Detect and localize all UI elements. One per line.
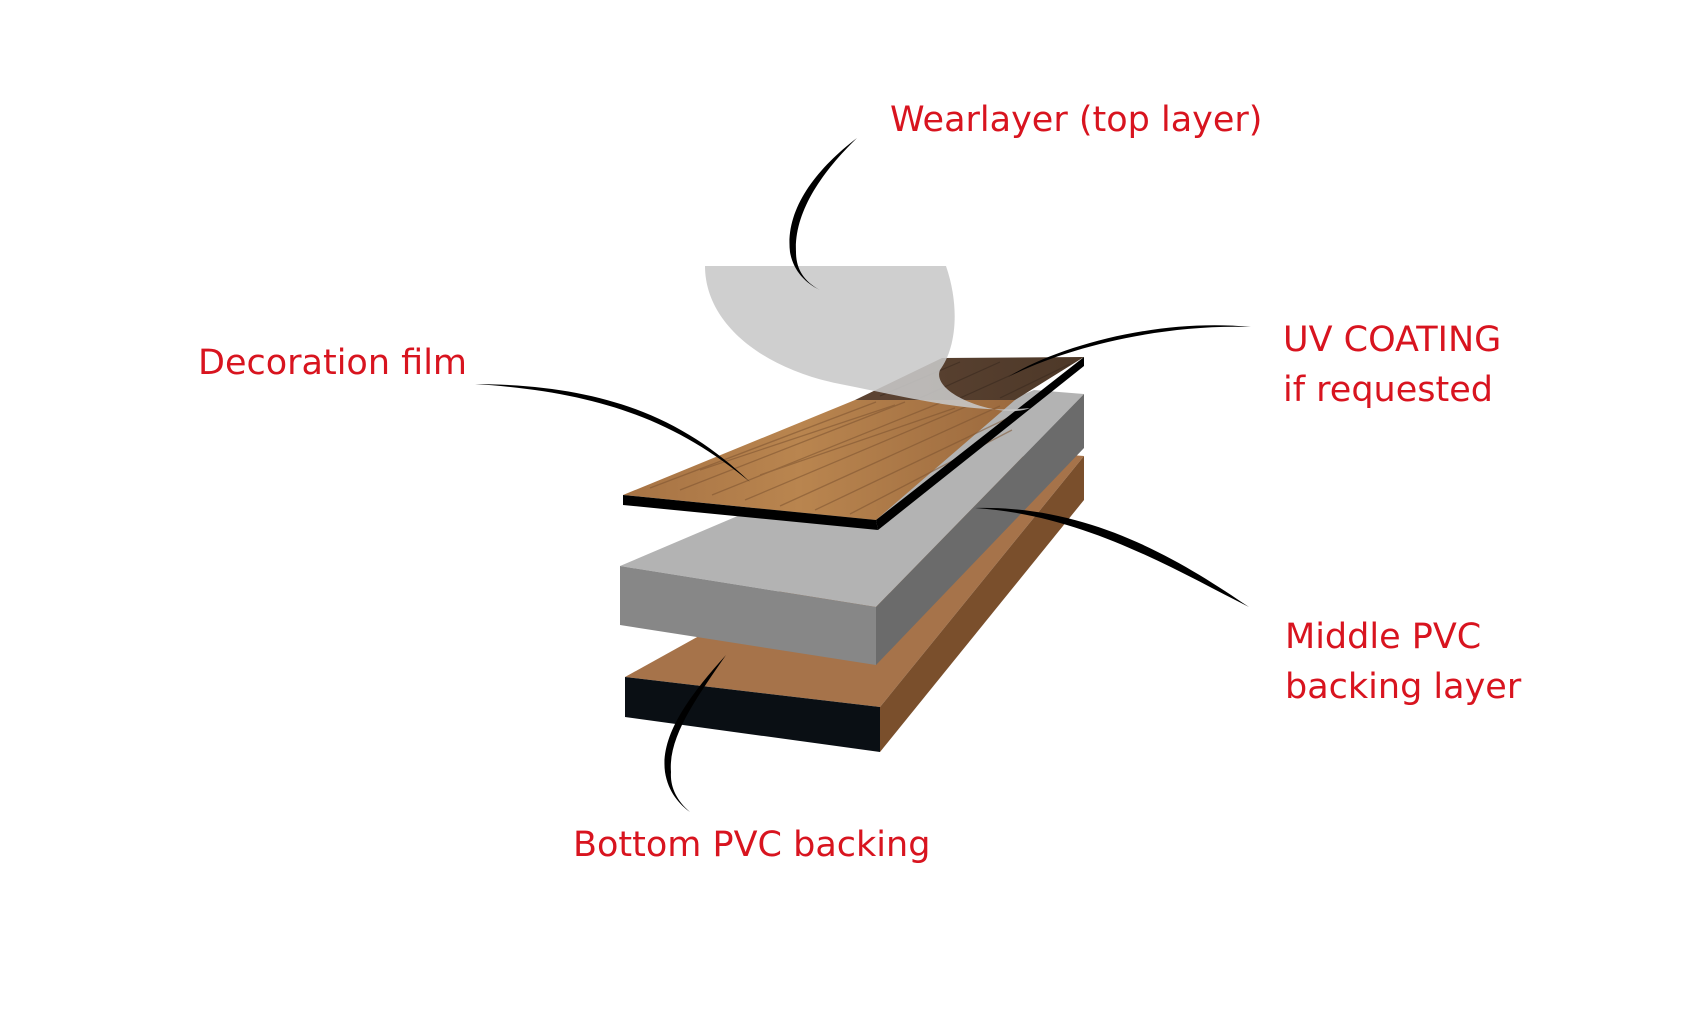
wearlayer-sheet <box>705 266 1030 412</box>
decoration-film-label: Decoration film <box>198 343 468 383</box>
uv-coating-leader <box>1008 325 1251 377</box>
decoration-film-layer <box>623 357 1084 530</box>
middle-pvc-label-line-2: backing layer <box>1285 667 1522 707</box>
decoration-film-surface <box>623 400 1015 520</box>
decoration-film-front-edge <box>623 495 878 530</box>
bottom-pvc-front-face <box>625 677 880 752</box>
uv-coating-label-line-2: if requested <box>1283 370 1493 410</box>
middle-pvc-front-face <box>620 566 876 665</box>
middle-pvc-side-face <box>876 394 1084 665</box>
uv-coating-label-line-1: UV COATING <box>1283 320 1502 360</box>
uv-coating-label: UV COATING if requested <box>1283 315 1501 415</box>
wearlayer-label: Wearlayer (top layer) <box>890 100 1263 140</box>
middle-pvc-label: Middle PVC backing layer <box>1285 612 1521 712</box>
leader-lines <box>475 138 1251 812</box>
bottom-pvc-leader <box>664 655 726 812</box>
wood-grain <box>649 401 1013 515</box>
bottom-pvc-side-face <box>880 456 1084 752</box>
decoration-film-side-edge <box>876 357 1084 530</box>
middle-pvc-label-line-1: Middle PVC <box>1285 617 1482 657</box>
decoration-film-leader <box>475 384 750 482</box>
bottom-pvc-label: Bottom PVC backing <box>573 825 931 865</box>
